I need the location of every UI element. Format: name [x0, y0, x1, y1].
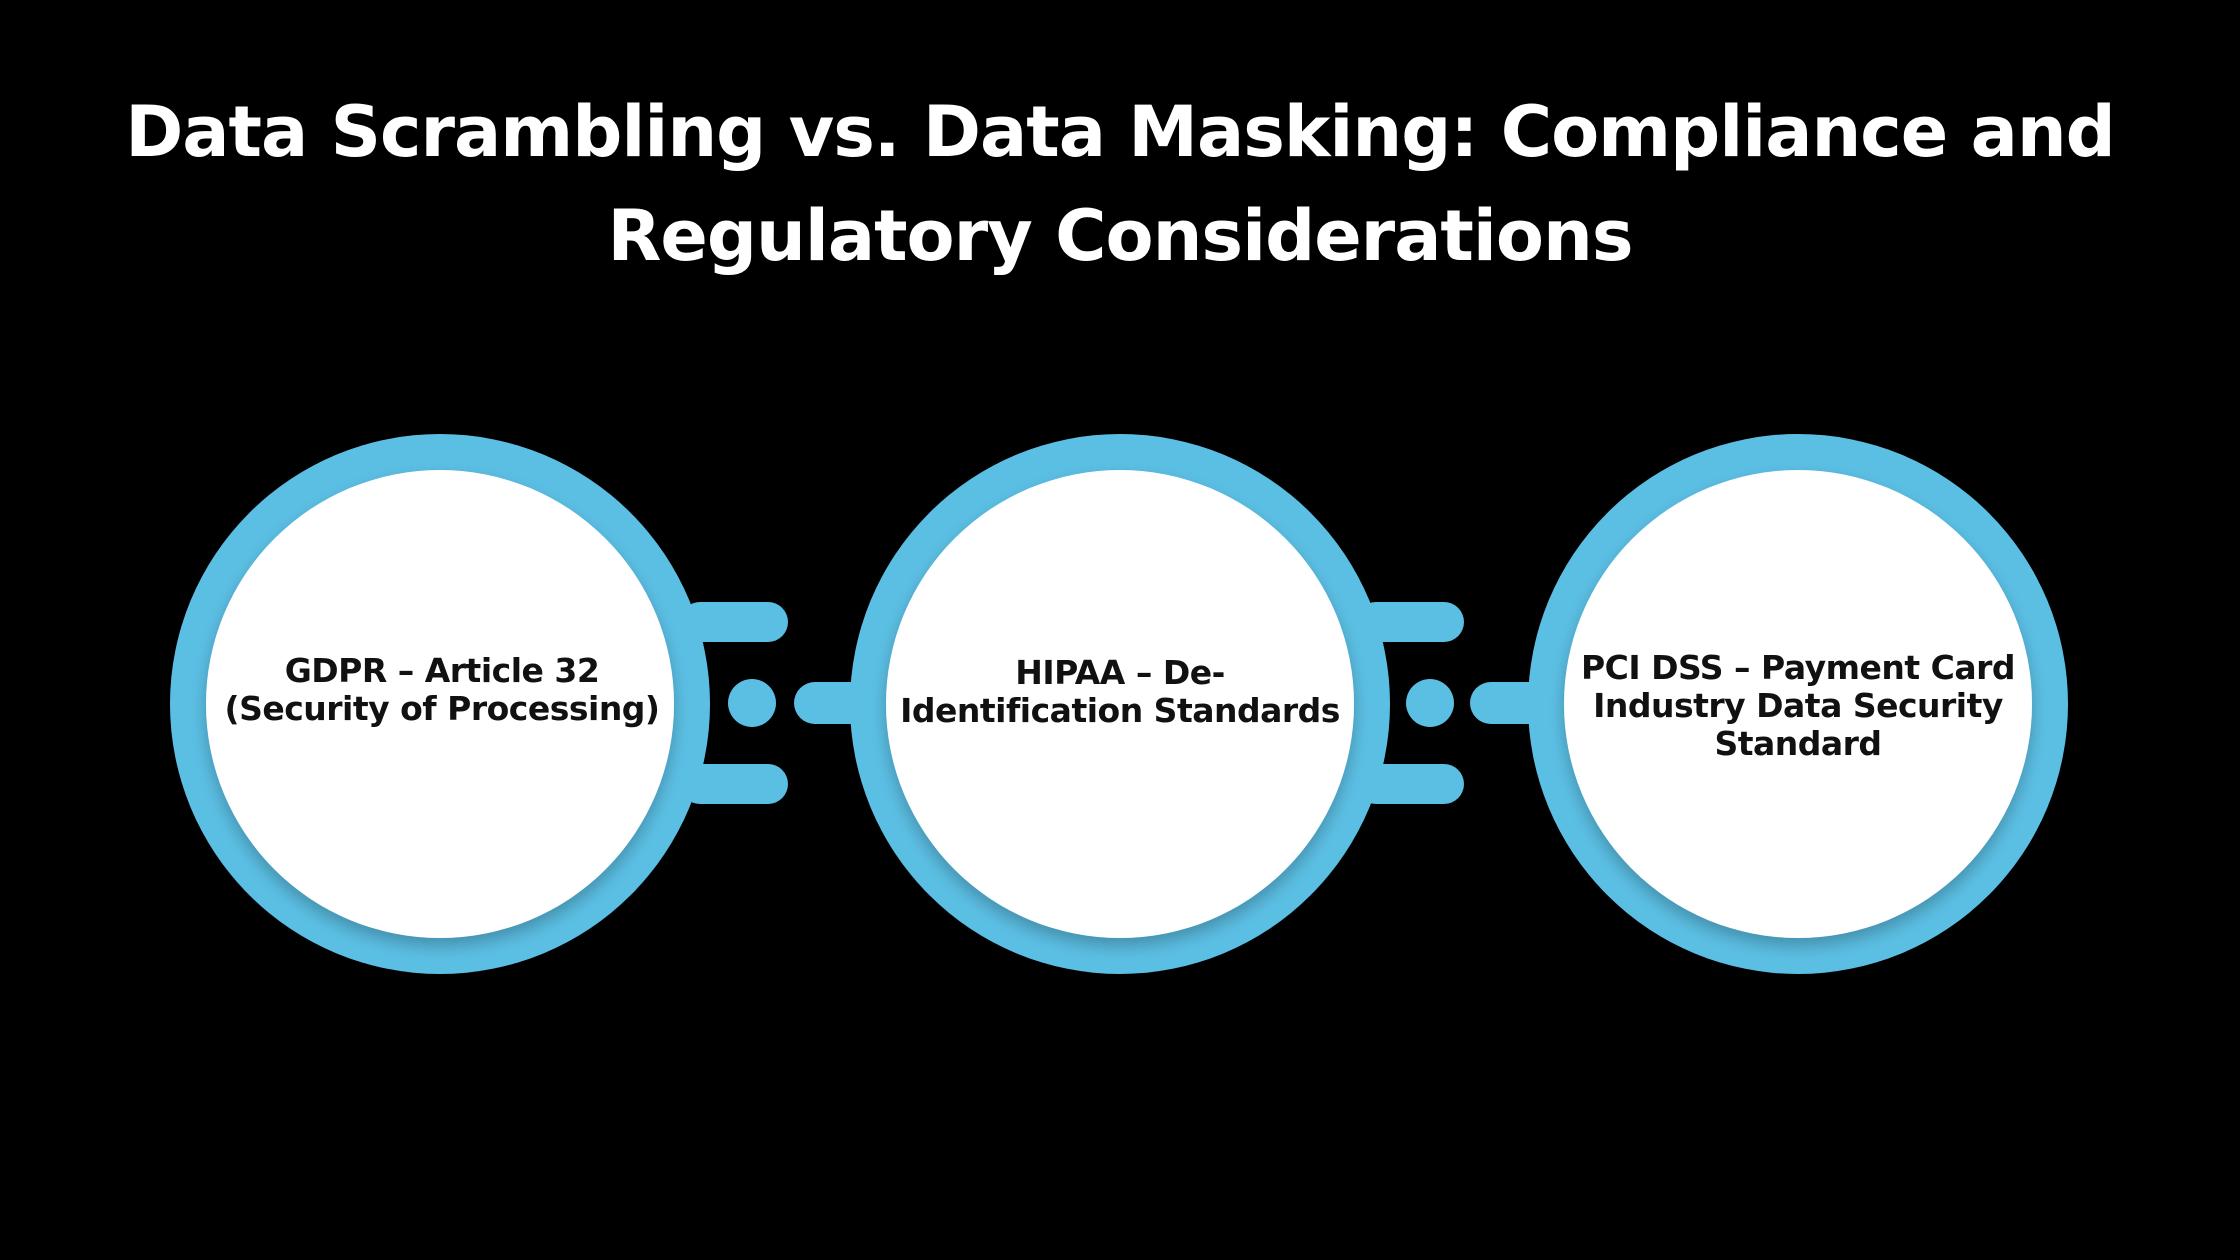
connector-2-top-bar [1356, 602, 1464, 642]
node-3-label: PCI DSS – Payment Card Industry Data Sec… [1578, 649, 2018, 763]
node-2-label-line-1: HIPAA – De- [1015, 653, 1225, 692]
node-1-circle [206, 470, 674, 938]
connector-1-dot [728, 679, 776, 727]
node-2-label: HIPAA – De- Identification Standards [900, 654, 1340, 730]
node-3 [1528, 434, 2068, 974]
node-2-circle [886, 470, 1354, 938]
node-1-label-line-2: (Security of Processing) [224, 689, 660, 728]
node-2-label-line-2: Identification Standards [900, 691, 1340, 730]
connector-2 [1356, 602, 1580, 804]
node-1-label: GDPR – Article 32 (Security of Processin… [222, 652, 662, 728]
node-3-label-line-2: Industry Data Security [1593, 686, 2003, 725]
node-3-label-line-3: Standard [1714, 724, 1882, 763]
connector-1-top-bar [680, 602, 788, 642]
node-2 [850, 434, 1390, 974]
connector-2-dot [1406, 679, 1454, 727]
page-title: Data Scrambling vs. Data Masking: Compli… [70, 80, 2170, 288]
node-1 [170, 434, 710, 974]
title-line-2: Regulatory Considerations [607, 195, 1634, 277]
node-1-label-line-1: GDPR – Article 32 [284, 651, 600, 690]
title-line-1: Data Scrambling vs. Data Masking: Compli… [125, 91, 2116, 173]
node-3-circle [1564, 470, 2032, 938]
connector-2-bottom-bar [1356, 764, 1464, 804]
connector-1-bottom-bar [680, 764, 788, 804]
node-3-label-line-1: PCI DSS – Payment Card [1580, 648, 2016, 687]
